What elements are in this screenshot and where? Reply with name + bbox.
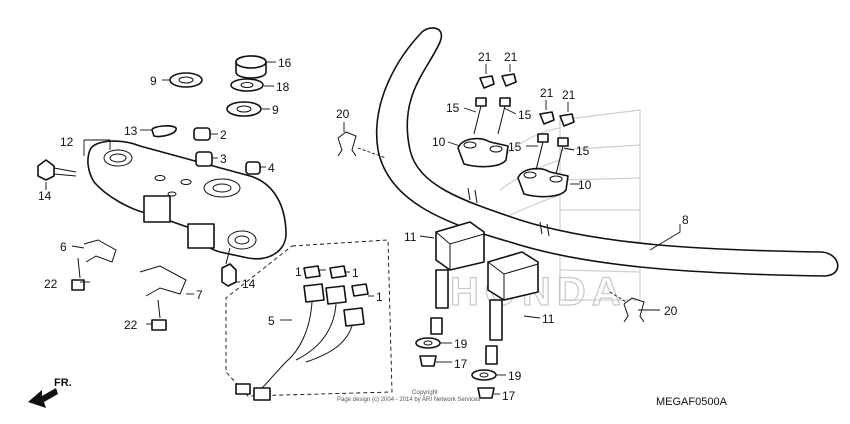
callout-15-b[interactable]: 15 — [518, 108, 532, 122]
callout-4[interactable]: 4 — [268, 161, 275, 175]
handlebar[interactable] — [375, 27, 839, 277]
wire-harness[interactable] — [225, 239, 393, 401]
top-bridge[interactable] — [87, 140, 287, 260]
copyright-line1: Copyright — [412, 390, 438, 396]
callout-16[interactable]: 16 — [278, 56, 292, 70]
callout-19-b[interactable]: 19 — [508, 369, 522, 383]
callout-15-d[interactable]: 15 — [576, 144, 590, 158]
callout-labels: 16 18 9 9 12 13 2 3 4 14 14 6 22 22 7 5 … — [38, 50, 689, 403]
callout-1-a[interactable]: 1 — [295, 265, 302, 279]
callout-17-b[interactable]: 17 — [502, 389, 516, 403]
callout-13[interactable]: 13 — [124, 124, 138, 138]
callout-22-bottom[interactable]: 22 — [124, 318, 138, 332]
callout-9-bottom[interactable]: 9 — [272, 103, 279, 117]
callout-3[interactable]: 3 — [220, 152, 227, 166]
callout-2[interactable]: 2 — [220, 128, 227, 142]
callout-10-a[interactable]: 10 — [432, 135, 446, 149]
stem-nut-stack[interactable] — [169, 55, 267, 117]
callout-1-b[interactable]: 1 — [352, 266, 359, 280]
callout-20-top[interactable]: 20 — [336, 107, 350, 121]
callout-10-b[interactable]: 10 — [578, 178, 592, 192]
callout-6[interactable]: 6 — [60, 240, 67, 254]
callout-5[interactable]: 5 — [268, 314, 275, 328]
callout-21-c[interactable]: 21 — [540, 86, 554, 100]
callout-9-top[interactable]: 9 — [150, 74, 157, 88]
callout-15-a[interactable]: 15 — [446, 101, 460, 115]
callout-20-bottom[interactable]: 20 — [664, 304, 678, 318]
front-arrow-label: FR. — [54, 377, 72, 389]
brake-hose-clamps[interactable] — [71, 239, 187, 331]
cable-clip-top[interactable] — [337, 131, 387, 159]
upper-holder-right[interactable] — [517, 167, 569, 198]
callout-14-right[interactable]: 14 — [242, 277, 256, 291]
lower-holder-right[interactable] — [485, 251, 539, 365]
callout-11-a[interactable]: 11 — [404, 230, 417, 244]
callout-11-b[interactable]: 11 — [542, 312, 555, 326]
callout-17-a[interactable]: 17 — [454, 357, 468, 371]
upper-holder-left[interactable] — [457, 137, 509, 168]
callout-21-a[interactable]: 21 — [478, 50, 492, 64]
callout-12[interactable]: 12 — [60, 135, 74, 149]
bolt-caps[interactable] — [479, 73, 575, 127]
callout-19-a[interactable]: 19 — [454, 337, 468, 351]
plugs-and-caps[interactable] — [151, 125, 261, 175]
callout-1-c[interactable]: 1 — [376, 290, 383, 304]
pinch-bolts[interactable] — [37, 159, 237, 287]
callout-14-left[interactable]: 14 — [38, 189, 52, 203]
lower-holder-left[interactable] — [430, 221, 485, 335]
callout-18[interactable]: 18 — [276, 80, 290, 94]
callout-7[interactable]: 7 — [196, 288, 203, 302]
front-direction-arrow: FR. — [28, 377, 72, 408]
copyright-line2: Page design (c) 2004 - 2014 by ARI Netwo… — [337, 397, 480, 403]
callout-21-d[interactable]: 21 — [562, 88, 576, 102]
diagram-code: MEGAF0500A — [656, 396, 728, 408]
callout-15-c[interactable]: 15 — [508, 140, 522, 154]
callout-22-top[interactable]: 22 — [44, 277, 58, 291]
holder-bolts[interactable] — [473, 97, 569, 175]
leader-lines — [45, 61, 681, 395]
cable-clip-bottom[interactable] — [609, 291, 645, 323]
callout-8[interactable]: 8 — [682, 213, 689, 227]
callout-21-b[interactable]: 21 — [504, 50, 518, 64]
